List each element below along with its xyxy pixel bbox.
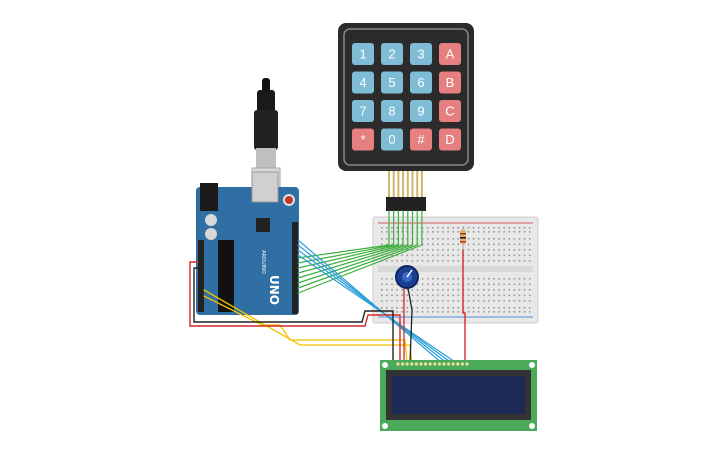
keypad-key-9[interactable]: 9 bbox=[410, 100, 432, 122]
atmega-chip bbox=[218, 240, 234, 312]
power-jack bbox=[200, 183, 218, 211]
mount-hole bbox=[529, 362, 535, 368]
keypad-key-6[interactable]: 6 bbox=[410, 71, 432, 94]
keypad-key-label: B bbox=[446, 75, 455, 90]
keypad-keys: 1 2 3 A 4 5 6 B 7 8 9 C * 0 # D bbox=[352, 43, 461, 151]
mount-hole bbox=[382, 423, 388, 429]
keypad-key-label: 6 bbox=[417, 75, 424, 90]
keypad-key-2[interactable]: 2 bbox=[381, 43, 403, 65]
keypad-key-3[interactable]: 3 bbox=[410, 43, 432, 65]
ground-wire[interactable] bbox=[193, 267, 394, 365]
keypad-signal-wire[interactable] bbox=[297, 244, 399, 269]
keypad-key-label: A bbox=[446, 47, 455, 62]
keypad-key-label: C bbox=[445, 104, 454, 119]
pot-ground-wire[interactable] bbox=[407, 287, 413, 365]
keypad-key-label: 0 bbox=[388, 132, 395, 147]
keypad-key-8[interactable]: 8 bbox=[381, 100, 403, 122]
lcd-display[interactable] bbox=[380, 360, 537, 431]
keypad-key-label: # bbox=[417, 132, 425, 147]
keypad-key-7[interactable]: 7 bbox=[352, 100, 374, 122]
potentiometer[interactable] bbox=[395, 265, 419, 289]
keypad-key-label: 4 bbox=[359, 75, 366, 90]
keypad-key-0[interactable]: 0 bbox=[381, 128, 403, 151]
keypad-key-label: 9 bbox=[417, 104, 424, 119]
keypad-key-D[interactable]: D bbox=[439, 128, 461, 151]
keypad-key-5[interactable]: 5 bbox=[381, 71, 403, 94]
keypad-signal-wire[interactable] bbox=[297, 244, 409, 279]
keypad-signal-wire[interactable] bbox=[297, 244, 418, 289]
mount-hole bbox=[529, 423, 535, 429]
keypad-key-4[interactable]: 4 bbox=[352, 71, 374, 94]
lcd-control-wire[interactable] bbox=[203, 295, 408, 365]
keypad-signal-wire[interactable] bbox=[297, 244, 404, 274]
digital-header bbox=[292, 222, 298, 314]
keypad-key-A[interactable]: A bbox=[439, 43, 461, 65]
keypad-key-1[interactable]: 1 bbox=[352, 43, 374, 65]
lcd-screen bbox=[392, 376, 525, 414]
power-5v-wire[interactable] bbox=[189, 261, 401, 365]
keypad-key-*[interactable]: * bbox=[352, 128, 374, 151]
keypad-signal-wire[interactable] bbox=[297, 244, 423, 294]
backlight-wire[interactable] bbox=[462, 249, 466, 365]
lcd-data-wire[interactable] bbox=[297, 254, 459, 365]
usb-port bbox=[251, 171, 279, 203]
power-header bbox=[198, 240, 204, 312]
keypad-signal-wire[interactable] bbox=[297, 244, 390, 259]
usb-cable[interactable] bbox=[251, 78, 281, 191]
arduino-model-text: UNO bbox=[267, 275, 281, 305]
arduino-brand-text: ARDUINO bbox=[260, 250, 266, 274]
keypad-connector bbox=[386, 197, 426, 211]
keypad-key-#[interactable]: # bbox=[410, 128, 432, 151]
keypad-pins bbox=[388, 171, 423, 198]
keypad-key-label: 5 bbox=[388, 75, 395, 90]
keypad-key-label: D bbox=[445, 132, 454, 147]
arduino-board[interactable]: UNO ARDUINO bbox=[196, 171, 299, 315]
lcd-data-wire[interactable] bbox=[297, 249, 454, 365]
keypad-key-B[interactable]: B bbox=[439, 71, 461, 94]
capacitor bbox=[205, 228, 217, 240]
keypad-4x4[interactable]: 1 2 3 A 4 5 6 B 7 8 9 C * 0 # D bbox=[338, 23, 474, 211]
usb-chip bbox=[256, 218, 270, 232]
reset-button[interactable] bbox=[283, 194, 295, 206]
keypad-signal-wire[interactable] bbox=[297, 244, 395, 264]
mount-hole bbox=[382, 362, 388, 368]
resistor[interactable] bbox=[460, 226, 466, 250]
keypad-key-label: 3 bbox=[417, 47, 424, 62]
keypad-key-label: 2 bbox=[388, 47, 395, 62]
capacitor bbox=[205, 214, 217, 226]
lcd-pins bbox=[396, 362, 469, 366]
wires bbox=[189, 210, 466, 365]
keypad-signal-wire[interactable] bbox=[297, 244, 414, 284]
keypad-key-label: 7 bbox=[359, 104, 366, 119]
keypad-key-label: 1 bbox=[359, 47, 366, 62]
keypad-key-label: 8 bbox=[388, 104, 395, 119]
keypad-key-label: * bbox=[360, 132, 365, 147]
keypad-key-C[interactable]: C bbox=[439, 100, 461, 122]
